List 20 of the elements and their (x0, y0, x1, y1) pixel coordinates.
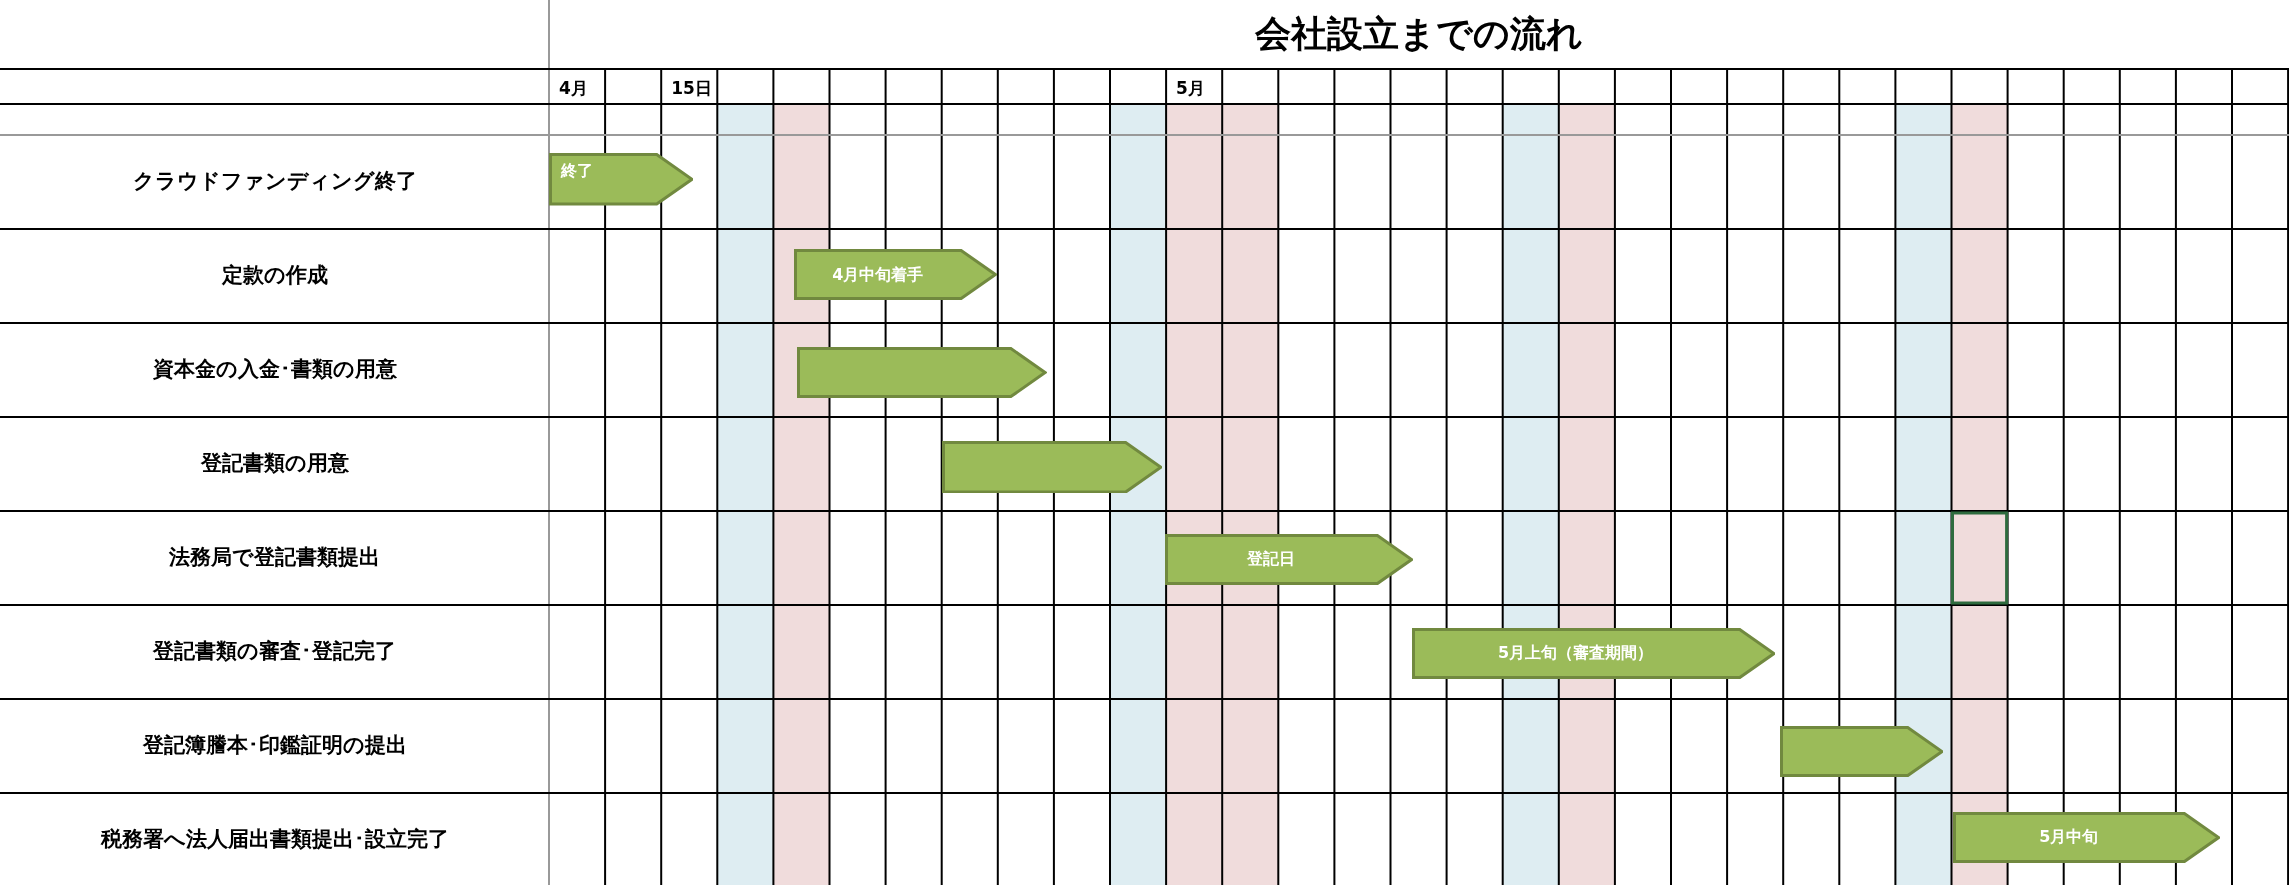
task-bar: 4月中旬着手 (794, 249, 998, 301)
task-bar: 5月上旬（審査期間） (1411, 627, 1776, 679)
task-bar: 5月中旬 (1953, 811, 2221, 863)
task-bar (941, 440, 1162, 494)
task-name: 登記書類の審査･登記完了 (152, 638, 397, 665)
task-bar (1779, 725, 1943, 777)
task-name: 定款の作成 (220, 262, 329, 289)
chart-title: 会社設立までの流れ (1254, 12, 1584, 56)
task-bar (797, 347, 1047, 399)
task-bar: 登記日 (1164, 534, 1414, 586)
task-name: 税務署へ法人届出書類提出･設立完了 (99, 826, 450, 853)
date-header: 15日 (671, 77, 712, 100)
task-name: 登記書類の用意 (199, 450, 350, 477)
date-header: 4月 (559, 77, 588, 100)
date-header: 5月 (1176, 77, 1205, 100)
task-bar: 終了 (548, 153, 694, 206)
task-name: クラウドファンディング終了 (131, 168, 418, 195)
task-name: 資本金の入金･書類の用意 (151, 356, 398, 383)
task-name: 登記簿謄本･印鑑証明の提出 (141, 732, 408, 759)
task-name: 法務局で登記書類提出 (168, 544, 381, 571)
